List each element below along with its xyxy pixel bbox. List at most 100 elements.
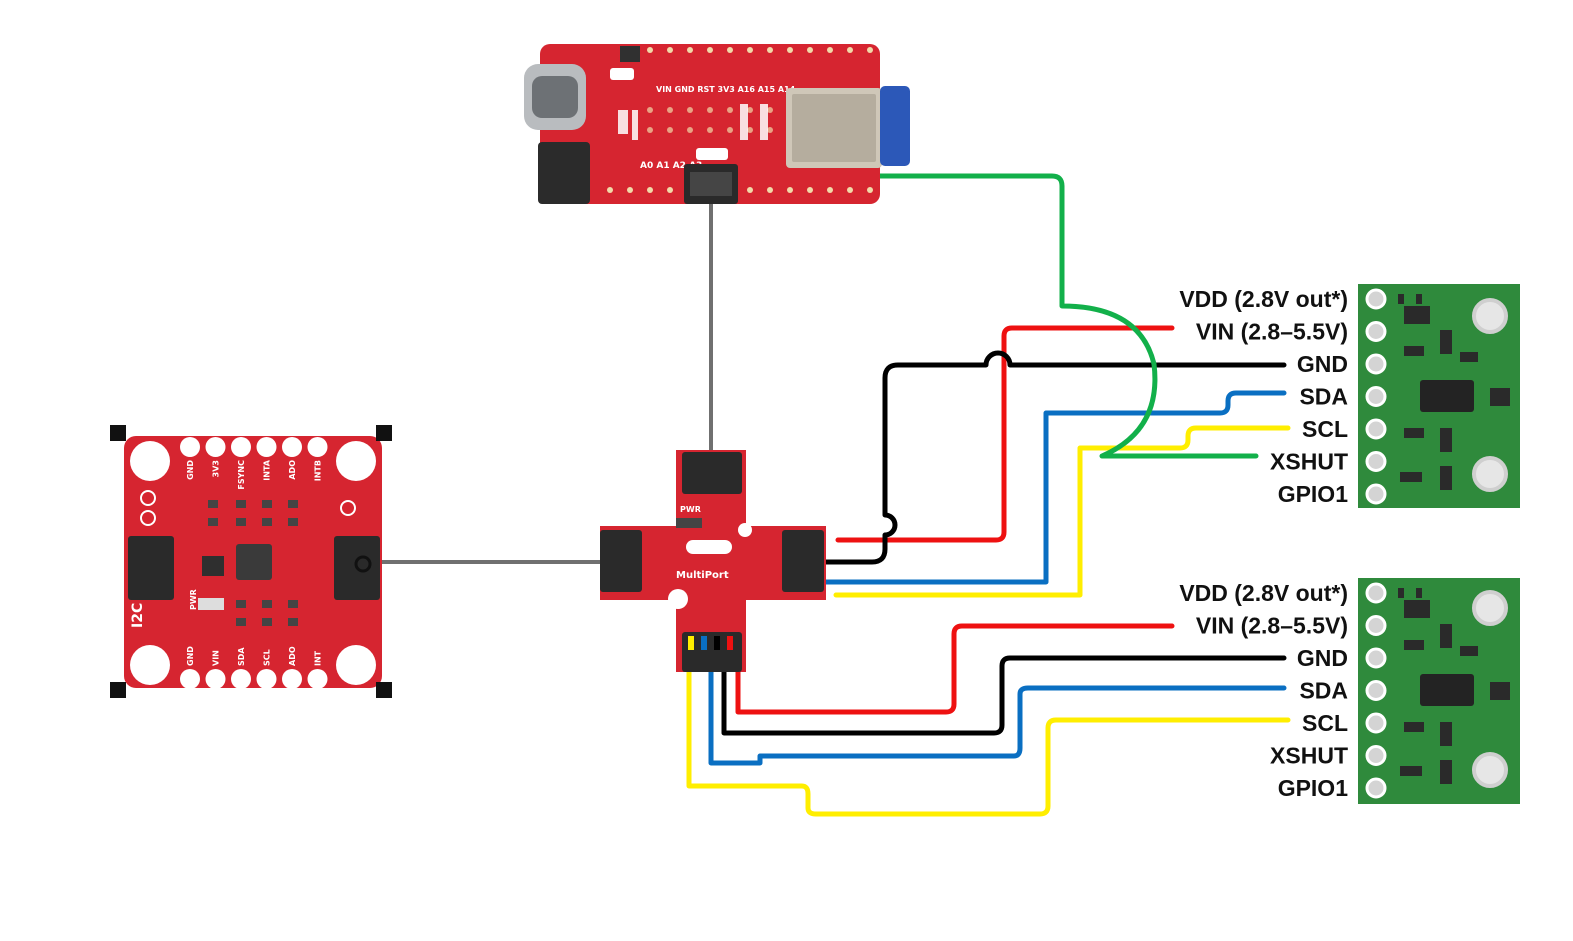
- multiport-bottom-pin: [714, 636, 720, 650]
- sensor-2-pin-pad: [1365, 712, 1387, 734]
- sensor-2-pin-label: GND: [1297, 645, 1348, 671]
- sensor-2-pin-column: [1365, 582, 1387, 799]
- sensor-2-pin-labels: VDD (2.8V out*) VIN (2.8–5.5V) GND SDA SCL XS…: [1179, 580, 1348, 801]
- multiport-pcb: [600, 450, 826, 672]
- sensor-2-pin-label: VIN (2.8–5.5V): [1196, 613, 1348, 639]
- imu-top-pin-pad: [180, 437, 200, 457]
- wire-blue-sda-2: [708, 647, 1287, 766]
- imu-top-pin-label: GND: [186, 460, 195, 480]
- multiport-silk-pwr: PWR: [680, 505, 701, 514]
- sensor-1-pin-pad: [1365, 418, 1387, 440]
- imu-bottom-pin-pad: [231, 669, 251, 689]
- sensor-2-pin-pad: [1365, 777, 1387, 799]
- mcu-top-header: [644, 46, 876, 66]
- sensor-2-pin-pad: [1365, 745, 1387, 766]
- sensor-2-pin-label: VDD (2.8V out*): [1179, 580, 1348, 606]
- mcu-silk-bottom: A0 A1 A2 A3: [640, 161, 702, 171]
- wire-blue-sda-1: [815, 390, 1287, 585]
- sensor-1-pin-label: GND: [1297, 351, 1348, 377]
- imu-silk-pwr: PWR: [189, 589, 198, 610]
- sensor-2-pin-label: GPIO1: [1278, 775, 1349, 801]
- sensor-1-pin-pad: [1365, 451, 1387, 472]
- imu-top-pin-label: INTB: [314, 460, 323, 481]
- imu-bottom-pin-label: ADO: [288, 646, 297, 666]
- multiport-qwiic-left: [600, 530, 642, 592]
- imu-top-pin-pad: [282, 437, 302, 457]
- sensor-1-pin-pad: [1365, 353, 1387, 375]
- multiport-qwiic-top: [682, 452, 742, 494]
- imu-top-pin-pad: [256, 437, 277, 457]
- sensor-1-pin-label: VIN (2.8–5.5V): [1196, 319, 1348, 345]
- wires-sensor-1: [815, 173, 1291, 598]
- imu-silk-i2c: I2C: [130, 603, 146, 628]
- sensor-2-pin-pad: [1365, 647, 1387, 669]
- wire-red-vin-1: [835, 325, 1175, 543]
- sensor-2-pin-label: XSHUT: [1270, 743, 1348, 769]
- wire-yellow-scl-1: [833, 425, 1291, 598]
- sensor-1-pin-labels: VDD (2.8V out*) VIN (2.8–5.5V) GND SDA SCL XS…: [1179, 286, 1348, 507]
- selection-handle[interactable]: [376, 682, 392, 698]
- sensor-2-pin-pad: [1365, 680, 1387, 701]
- multiport-qwiic-right: [782, 530, 824, 592]
- sensor-board-1: [1358, 284, 1520, 508]
- imu-qwiic-left: [128, 536, 174, 600]
- imu-bottom-pin-label: VIN: [212, 650, 221, 666]
- sensor-1-pin-pad: [1365, 483, 1387, 505]
- sensor-1-pin-label: VDD (2.8V out*): [1179, 286, 1348, 312]
- imu-top-pin-label: ADO: [288, 460, 297, 480]
- imu-bottom-pin-label: INT: [314, 650, 323, 666]
- selection-handle[interactable]: [376, 425, 392, 441]
- sensor-1-pin-label: SCL: [1302, 416, 1348, 442]
- imu-bottom-pin-label: SCL: [263, 649, 272, 666]
- wire-yellow-scl-2: [686, 647, 1291, 817]
- antenna: [880, 86, 910, 166]
- sensor-2-pin-pad: [1365, 615, 1387, 636]
- sensor-1-pin-pad: [1365, 386, 1387, 407]
- qwiic-cables: [381, 203, 713, 564]
- sensor-1-pin-pad: [1365, 288, 1387, 310]
- reset-button: [620, 46, 640, 62]
- selection-handle[interactable]: [110, 425, 126, 441]
- imu-bottom-pin-pad: [256, 669, 277, 689]
- imu-chip: [236, 544, 272, 580]
- multiport-bottom-pin: [701, 636, 707, 650]
- imu-bottom-pin-pad: [282, 669, 302, 689]
- mcu-silk-top: VIN GND RST 3V3 A16 A15 A14: [656, 85, 796, 94]
- microcontroller-board: RST VIN GND RST 3V3 A16 A15 A14 A0 A1 A2…: [524, 44, 910, 204]
- imu-top-pin-pad: [307, 437, 328, 457]
- multiport-board: PWR QWIIC MultiPort: [600, 450, 826, 672]
- multiport-bottom-pin: [688, 636, 694, 650]
- sensor-2-pin-label: SCL: [1302, 710, 1348, 736]
- mcu-silk-rst: RST: [613, 71, 631, 80]
- sensor-1-pin-label: SDA: [1299, 384, 1348, 410]
- sensor-chip-2: [1420, 674, 1474, 706]
- imu-bottom-pin-pad: [307, 669, 328, 689]
- imu-top-pin-label: 3V3: [212, 460, 221, 477]
- wire-red-vin-2: [735, 623, 1175, 715]
- battery-connector: [538, 142, 590, 204]
- sensor-2-pin-label: SDA: [1299, 678, 1348, 704]
- sensor-board-2: [1358, 578, 1520, 804]
- selection-handle[interactable]: [110, 682, 126, 698]
- multiport-silk-name: MultiPort: [676, 570, 729, 581]
- sensor-1-pin-column: [1365, 288, 1387, 505]
- imu-top-pin-label: FSYNC: [237, 460, 246, 490]
- imu-top-pin-pad: [205, 437, 226, 457]
- multiport-silk-qwiic: QWIIC: [694, 544, 725, 554]
- imu-bottom-pin-label: GND: [186, 646, 195, 666]
- imu-bottom-pin-pad: [205, 669, 226, 689]
- multiport-bottom-pin: [727, 636, 733, 650]
- sensor-1-pin-label: GPIO1: [1278, 481, 1349, 507]
- sensor-chip-1: [1420, 380, 1474, 412]
- wire-black-gnd-1: [823, 350, 1287, 565]
- imu-top-pin-pad: [231, 437, 251, 457]
- wire-green-xshut-1: [869, 173, 1259, 459]
- imu-bottom-pin-pad: [180, 669, 200, 689]
- mcu-silk-qwiic: QWIIC: [700, 151, 724, 159]
- wire-black-gnd-2: [721, 647, 1287, 736]
- sensor-2-pin-pad: [1365, 582, 1387, 604]
- sensor-1-pin-label: XSHUT: [1270, 449, 1348, 475]
